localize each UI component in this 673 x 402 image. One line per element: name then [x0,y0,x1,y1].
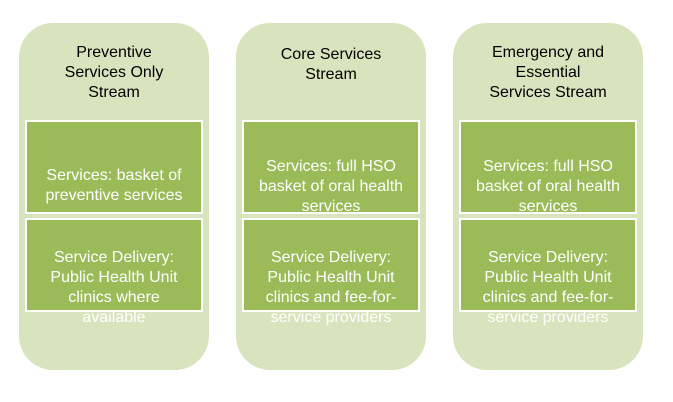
service-delivery-text: Service Delivery: Public Health Unit cli… [482,249,614,326]
services-card: Services: full HSO basket of oral health… [242,120,420,215]
stream-core-services: Core Services Stream Services: full HSO … [236,23,426,370]
stream-title: Preventive Services Only Stream [64,44,164,101]
service-delivery-card: Service Delivery: Public Health Unit cli… [242,218,420,326]
stream-emergency-essential: Emergency and Essential Services Stream … [453,23,643,370]
services-text: Services: full HSO basket of oral health… [475,158,621,215]
stream-preventive: Preventive Services Only Stream Services… [19,23,209,370]
stream-title: Emergency and Essential Services Stream [489,44,607,101]
service-delivery-card: Service Delivery: Public Health Unit cli… [459,218,637,326]
services-text: Services: basket of preventive services [45,167,183,204]
services-card: Services: basket of preventive services [25,120,203,214]
services-text: Services: full HSO basket of oral health… [258,158,404,215]
service-delivery-text: Service Delivery: Public Health Unit cli… [50,249,178,326]
service-delivery-text: Service Delivery: Public Health Unit cli… [265,249,397,326]
service-delivery-card: Service Delivery: Public Health Unit cli… [25,218,203,326]
stream-title: Core Services Stream [280,46,382,83]
services-card: Services: full HSO basket of oral health… [459,120,637,215]
